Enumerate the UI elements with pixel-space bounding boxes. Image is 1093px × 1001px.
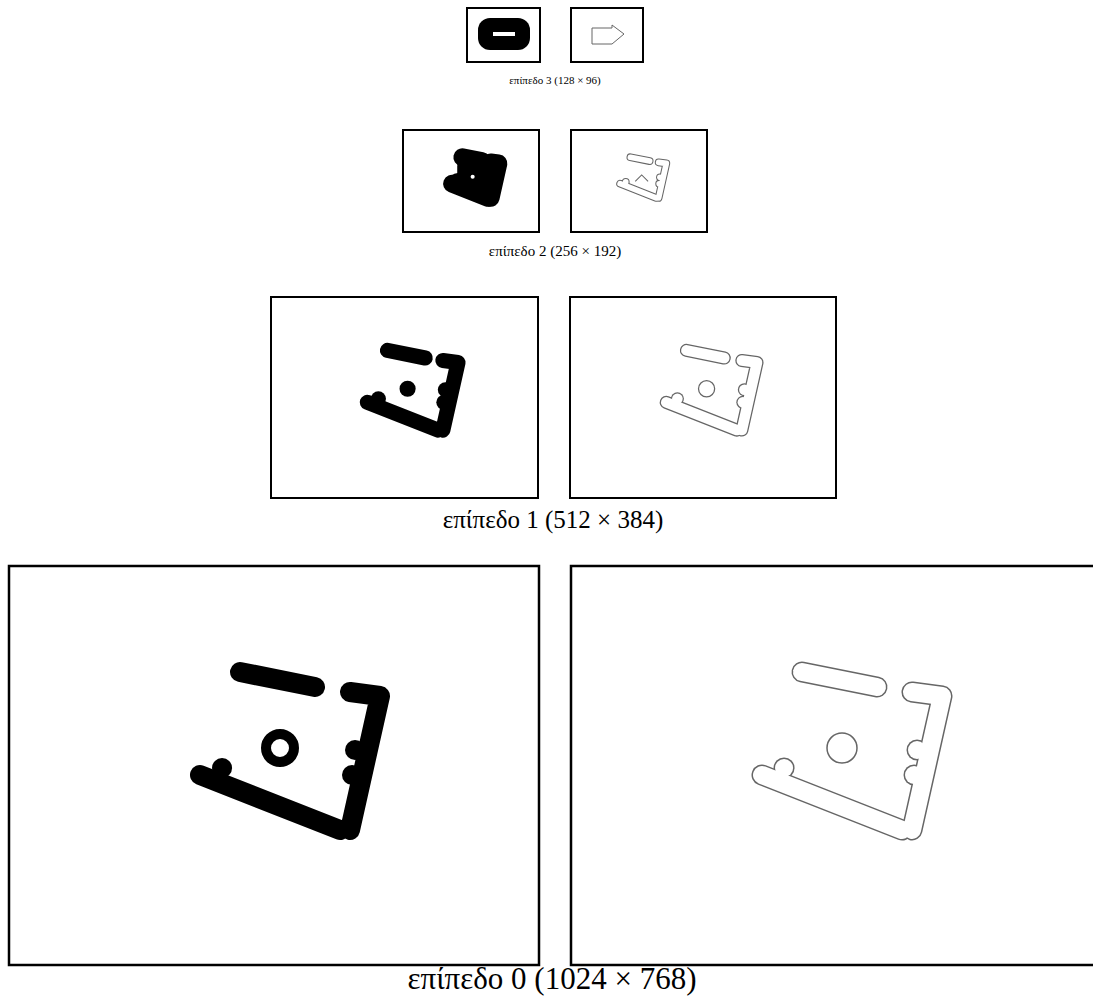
level-caption: επίπεδο 1 (512 × 384) [443, 506, 664, 534]
level-caption: επίπεδο 3 (128 × 96) [509, 74, 601, 86]
level3-panels [467, 8, 643, 62]
level2-panels [403, 130, 707, 232]
level-caption: επίπεδο 0 (1024 × 768) [408, 962, 697, 996]
level-caption: επίπεδο 2 (256 × 192) [489, 243, 621, 260]
level0-panels [9, 566, 1093, 965]
level1-panels [271, 297, 836, 498]
